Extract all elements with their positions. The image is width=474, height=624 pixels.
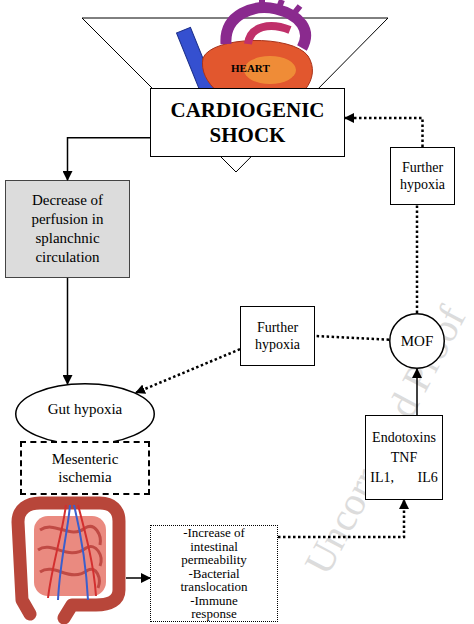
node-text: Further hypoxia (245, 319, 310, 353)
flow-connector (126, 577, 150, 579)
process-box: Further hypoxia (240, 306, 315, 366)
flow-connector (68, 138, 151, 180)
flow-connector (315, 336, 389, 340)
illustration-label: HEART (231, 62, 270, 74)
state-circle: MOF (389, 313, 445, 369)
flow-connector (67, 278, 69, 384)
node-text: CARDIOGENIC SHOCK (155, 98, 340, 148)
flow-connector (416, 369, 418, 415)
flow-connector (416, 205, 419, 313)
node-text: MOF (401, 333, 434, 350)
mesenteric-vein (58, 505, 88, 600)
state-ellipse: Gut hypoxia (15, 383, 155, 445)
flow-connector (278, 500, 404, 537)
node-text: -Increase of intestinal permeability (167, 526, 261, 567)
node-text: Further hypoxia (395, 159, 450, 193)
node-text: -Bacterial translocation (167, 567, 261, 594)
flow-connector (136, 349, 240, 393)
shock-box: CARDIOGENIC SHOCK (150, 88, 345, 157)
node-text: -Immune response (167, 594, 261, 621)
intestine-illustration (18, 503, 119, 618)
process-box: Decrease of perfusion in splanchnic circ… (5, 180, 130, 278)
circle-shape (390, 314, 445, 369)
ellipse-shape (16, 384, 155, 445)
flow-connector (345, 118, 423, 147)
arch-branches (262, 0, 300, 16)
mediator-box: Endotoxins TNF IL1, IL6 (365, 415, 443, 500)
process-box: Further hypoxia (390, 147, 455, 205)
mesenteric-artery (48, 505, 96, 598)
node-text: Endotoxins TNF IL1, IL6 (369, 428, 439, 488)
large-colon (18, 503, 119, 618)
triangle-outline (82, 18, 388, 172)
effects-box: -Increase of intestinal permeability-Bac… (150, 525, 278, 622)
node-text: Decrease of perfusion in splanchnic circ… (14, 191, 121, 267)
node-text: Mesenteric ischemia (42, 450, 128, 486)
dashed-box: Mesenteric ischemia (20, 441, 150, 495)
pulmonary-artery (248, 26, 290, 44)
node-text: Gut hypoxia (48, 400, 123, 418)
